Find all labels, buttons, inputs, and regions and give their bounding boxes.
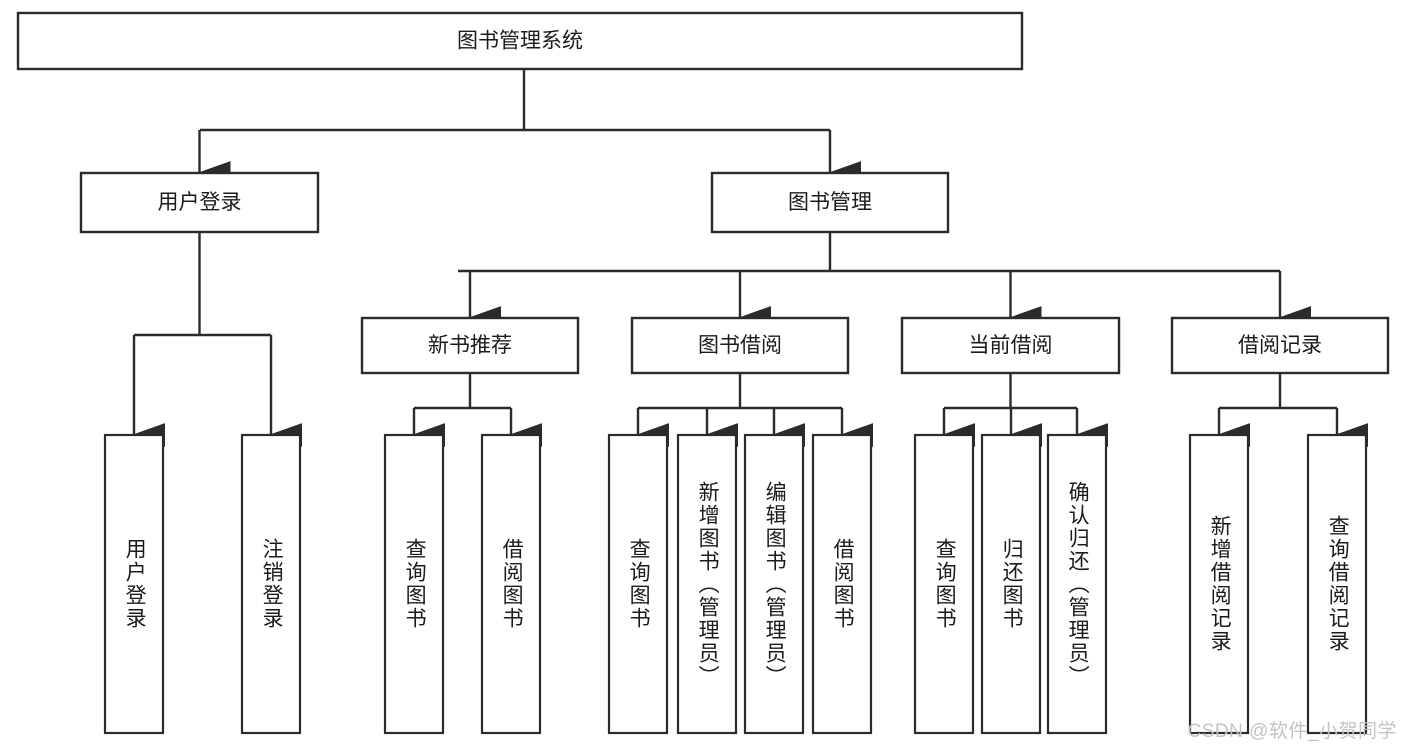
node-root-label: 图书管理系统 <box>457 30 583 53</box>
node-root-rect[interactable] <box>16 11 1024 71</box>
node-leaf-query-book-current-rect[interactable] <box>913 433 975 735</box>
node-user-login-rect[interactable] <box>79 171 320 234</box>
node-leaf-borrow-book-rect[interactable] <box>811 433 873 735</box>
node-borrow-record-label: 借阅记录 <box>1238 334 1322 357</box>
node-leaf-user-login-rect[interactable] <box>103 433 165 735</box>
node-leaf-return-book-rect[interactable] <box>980 433 1042 735</box>
node-user-login-label: 用户登录 <box>158 191 242 214</box>
node-leaf-query-book-rec-rect[interactable] <box>383 433 445 735</box>
node-current-borrow[interactable]: 当前借阅 <box>900 316 1121 375</box>
node-leaf-logout-rect[interactable] <box>240 433 302 735</box>
node-book-manage-label: 图书管理 <box>788 191 872 214</box>
node-current-borrow-label: 当前借阅 <box>969 334 1053 357</box>
node-book-manage[interactable]: 图书管理 <box>710 171 950 234</box>
node-leaf-borrow-book-rec-rect[interactable] <box>480 433 542 735</box>
node-book-borrow[interactable]: 图书借阅 <box>630 316 850 375</box>
node-borrow-record-rect[interactable] <box>1170 316 1390 375</box>
connector-links-layer <box>131 69 1369 447</box>
node-leaf-edit-book-admin-rect[interactable] <box>743 433 805 735</box>
node-current-borrow-rect[interactable] <box>900 316 1121 375</box>
node-new-book-recommend-label: 新书推荐 <box>428 334 512 357</box>
node-borrow-record[interactable]: 借阅记录 <box>1170 316 1390 375</box>
node-leaf-add-borrow-record-rect[interactable] <box>1188 433 1250 735</box>
node-leaf-confirm-return-admin-rect[interactable] <box>1046 433 1108 735</box>
node-leaf-query-borrow-record-rect[interactable] <box>1306 433 1368 735</box>
node-book-borrow-rect[interactable] <box>630 316 850 375</box>
node-leaf-query-book-borrow-rect[interactable] <box>607 433 669 735</box>
node-book-borrow-label: 图书借阅 <box>698 334 782 357</box>
node-new-book-recommend-rect[interactable] <box>360 316 580 375</box>
node-user-login[interactable]: 用户登录 <box>79 171 320 234</box>
node-book-manage-rect[interactable] <box>710 171 950 234</box>
node-leaf-add-book-admin-rect[interactable] <box>676 433 738 735</box>
node-new-book-recommend[interactable]: 新书推荐 <box>360 316 580 375</box>
node-root[interactable]: 图书管理系统 <box>16 11 1024 71</box>
watermark-text: CSDN @软件_小贺同学 <box>1187 721 1397 742</box>
